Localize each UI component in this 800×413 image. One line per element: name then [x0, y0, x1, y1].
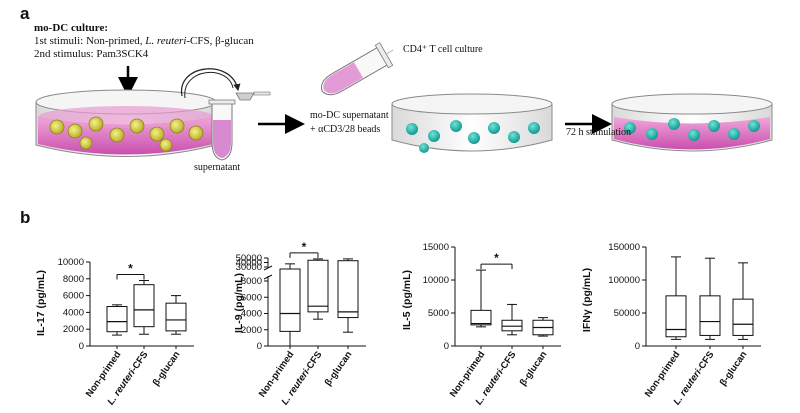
chart1-significance-star: * [128, 261, 133, 275]
chart1-box-2 [133, 279, 155, 335]
teal-tcells-1 [406, 120, 540, 153]
chart4-x-tick-label: β-glucan [718, 349, 750, 388]
chart3-significance-star: * [494, 251, 499, 265]
chart3-y-tick-label: 5000 [428, 308, 449, 319]
chart2-significance-star: * [302, 240, 307, 254]
chart2-y-tick-label: 8000 [241, 276, 262, 287]
chart1-y-tick-label: 10000 [58, 257, 84, 268]
chart3-iqr-box [470, 309, 492, 326]
chart4-y-tick-label: 100000 [608, 275, 640, 286]
chart2-y-tick-label: 6000 [241, 292, 262, 303]
cd4-tcell-label: CD4⁺ T cell culture [403, 44, 483, 55]
chart1-y-tick-label: 6000 [63, 291, 84, 302]
first-stimuli-text: 1st stimuli: Non-primed, L. reuteri-CFS,… [34, 35, 254, 47]
chart3-x-tick-label: β-glucan [518, 349, 550, 388]
chart3-y-tick-label: 0 [444, 341, 449, 352]
chart1-x-tick-label-rest: -CFS [129, 349, 151, 373]
supernatant-label: supernatant [194, 162, 241, 173]
modc-supernatant-label: mo-DC supernatant [310, 110, 389, 121]
chart4-x-tick-label-italic: L. reuteri [671, 367, 704, 407]
chart2-axis-break-mark [263, 265, 273, 271]
second-stimulus-text: 2nd stimulus: Pam3SCK4 [34, 48, 149, 60]
chart1-y-axis-label: IL-17 (pg/mL) [35, 270, 47, 336]
chart4-box-2 [699, 257, 721, 340]
chart2-iqr-box [279, 268, 301, 332]
chart4-y-tick-label: 50000 [614, 308, 640, 319]
yellow-dendritic-cells [49, 116, 204, 152]
chart4-iqr-box [699, 295, 721, 336]
chart2-iqr-box [337, 260, 359, 319]
chart2-y-tick-label: 50000 [236, 253, 262, 264]
chart1-significance-bracket [116, 273, 145, 280]
chart4-y-tick-label: 150000 [608, 242, 640, 253]
pipette-icon [235, 91, 271, 101]
chart3-x-tick-label-italic: L. reuteri [473, 367, 506, 407]
chart2-axis-break-mark [263, 274, 273, 280]
chart2-box-3 [337, 258, 359, 333]
chart4-y-axis-label: IFNγ (pg/mL) [581, 268, 593, 332]
teal-tcells-2 [624, 118, 760, 141]
chart1-x-tick-label: β-glucan [151, 349, 183, 388]
chart1-y-tick-label: 0 [79, 341, 84, 352]
chart4-iqr-box [732, 298, 754, 336]
chart1-iqr-box [133, 284, 155, 328]
chart2-y-tick-label: 0 [257, 341, 262, 352]
chart1-iqr-box [165, 302, 187, 332]
panel-b-letter: b [20, 208, 31, 227]
chart4-x-tick-label-rest: -CFS [695, 349, 717, 373]
chart3-x-tick-label-rest: -CFS [497, 349, 519, 373]
chart1-y-tick-label: 2000 [63, 324, 84, 335]
chart2-x-tick-label-rest: -CFS [303, 349, 325, 373]
chart2-box-2 [307, 258, 329, 320]
chart1-box-1 [106, 304, 128, 336]
chart3-significance-bracket [480, 263, 513, 270]
chart2-y-tick-label: 40000 [236, 258, 262, 269]
pouring-tube [321, 42, 394, 96]
chart2-iqr-box [307, 259, 329, 313]
first-stimuli-prefix: 1st stimuli: Non-primed, [34, 35, 146, 47]
transfer-arrow [181, 68, 241, 99]
workflow-diagram [35, 42, 773, 161]
stimulation-label: 72 h stimulation [566, 127, 631, 138]
chart4-iqr-box [665, 295, 687, 338]
chart2-x-tick-label-italic: L. reuteri [279, 367, 312, 407]
chart4-box-3 [732, 262, 754, 340]
supernatant-tube [208, 99, 236, 161]
chart3-y-tick-label: 10000 [423, 275, 449, 286]
panel-a-letter: a [20, 4, 30, 23]
culture-title: mo-DC culture: [34, 22, 109, 34]
chart3-box-3 [532, 317, 554, 337]
first-stimuli-italic: L. reuteri [145, 35, 187, 47]
first-stimuli-suffix: -CFS, β-glucan [186, 35, 254, 47]
chart3-box-1 [470, 269, 492, 328]
chart1-iqr-box [106, 306, 128, 333]
chart1-y-tick-label: 8000 [63, 274, 84, 285]
chart4-y-tick-label: 0 [635, 341, 640, 352]
chart2-significance-bracket [289, 252, 319, 258]
chart2-y-tick-label: 2000 [241, 325, 262, 336]
chart3-y-axis-label: IL-5 (pg/mL) [401, 270, 413, 330]
chart3-iqr-box [501, 319, 523, 332]
chart1-y-tick-label: 4000 [63, 307, 84, 318]
chart4-box-1 [665, 256, 687, 340]
chart2-y-tick-label: 4000 [241, 309, 262, 320]
chart2-box-1 [279, 263, 301, 347]
chart3-box-2 [501, 303, 523, 336]
chart2-y-tick-label: 30000 [236, 262, 262, 273]
beads-label: + αCD3/28 beads [310, 124, 381, 135]
chart2-y-axis-label: IL-9 (pg/mL) [233, 273, 245, 333]
chart1-box-3 [165, 295, 187, 335]
chart3-y-tick-label: 15000 [423, 242, 449, 253]
chart2-x-tick-label: β-glucan [323, 349, 355, 388]
